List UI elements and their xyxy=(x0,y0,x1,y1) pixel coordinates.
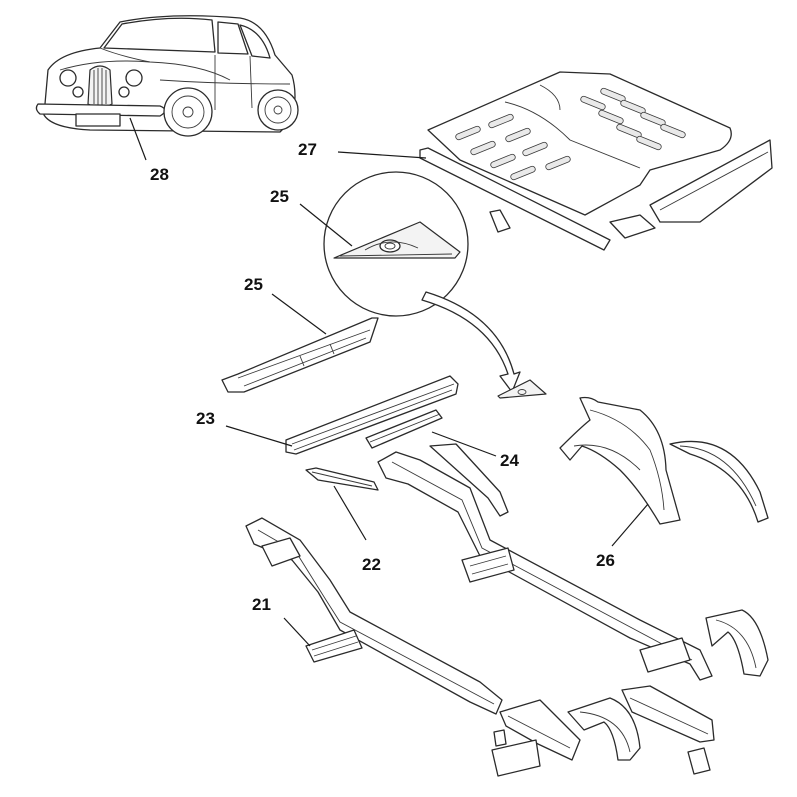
leader-24 xyxy=(431,431,497,457)
callout-labels: 28 27 25 25 23 24 22 26 21 xyxy=(150,140,615,614)
callout-21: 21 xyxy=(252,595,271,614)
leader-25b xyxy=(271,293,327,335)
leader-25a xyxy=(299,203,353,247)
rail-part-25 xyxy=(221,317,379,393)
member-part-24 xyxy=(365,409,443,449)
callout-24: 24 xyxy=(500,451,519,470)
wheel-arch-part-26 xyxy=(559,396,769,525)
leader-23 xyxy=(225,425,293,447)
outrigger-part-21 xyxy=(305,629,363,663)
callout-25-zoom: 25 xyxy=(270,187,289,206)
member-part-23 xyxy=(285,375,459,455)
leader-28 xyxy=(129,117,147,161)
callout-23: 23 xyxy=(196,409,215,428)
chassis-rail-left xyxy=(245,517,641,777)
floor-pan xyxy=(419,71,773,251)
callout-28: 28 xyxy=(150,165,169,184)
callout-25-rail: 25 xyxy=(244,275,263,294)
bracket-part-22 xyxy=(305,467,379,491)
callout-27: 27 xyxy=(298,140,317,159)
leader-lines xyxy=(129,117,649,647)
callout-22: 22 xyxy=(362,555,381,574)
callout-26: 26 xyxy=(596,551,615,570)
leader-26 xyxy=(611,503,649,547)
leader-21 xyxy=(283,617,311,647)
detail-zoom-circle xyxy=(323,171,469,317)
detail-arrow xyxy=(421,291,547,399)
leader-22 xyxy=(333,485,367,541)
car-illustration xyxy=(35,15,299,137)
leader-27 xyxy=(337,151,427,159)
chassis-rail-right xyxy=(377,443,769,775)
